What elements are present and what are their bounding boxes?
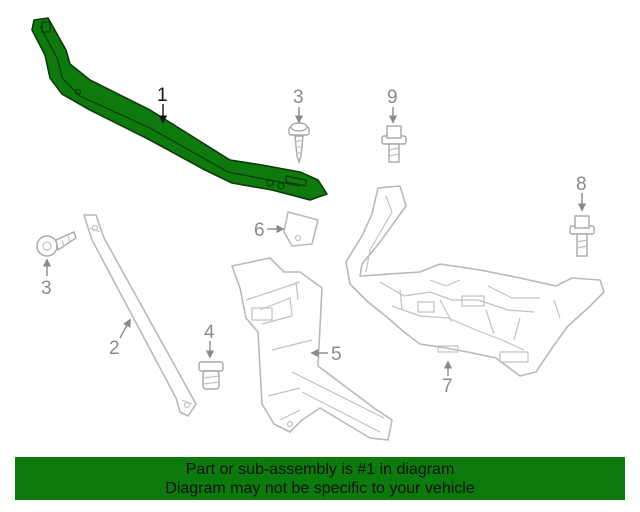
part-7-bumper-bracket[interactable]: [345, 185, 605, 377]
callout-3-left: 3: [41, 278, 52, 299]
fastener-3-side-screw[interactable]: [36, 231, 77, 257]
callout-5: 5: [331, 344, 342, 365]
callout-labels: 1 3 9 8 6 3 2 4 5 7: [41, 85, 587, 397]
callout-8: 8: [576, 174, 587, 195]
part-1-upper-support[interactable]: [31, 17, 328, 201]
part-6-small-bracket[interactable]: [283, 211, 319, 247]
callout-2: 2: [109, 338, 120, 359]
callout-6: 6: [254, 220, 265, 241]
leader-arrows: [42, 104, 587, 376]
fastener-4-bolt[interactable]: [198, 361, 224, 390]
banner-line-1: Part or sub-assembly is #1 in diagram: [185, 461, 455, 478]
part-info-banner: Part or sub-assembly is #1 in diagram Di…: [15, 457, 625, 500]
parts-diagram: 1 3 9 8 6 3 2 4 5 7: [31, 17, 605, 441]
fastener-3-upper-screw[interactable]: [288, 122, 310, 165]
callout-3-top: 3: [293, 87, 304, 108]
part-2-side-strut[interactable]: [83, 214, 197, 417]
callout-4: 4: [204, 322, 215, 343]
callout-9: 9: [387, 87, 398, 108]
callout-7: 7: [442, 376, 453, 397]
fastener-9-bolt[interactable]: [381, 125, 407, 163]
banner-line-2: Diagram may not be specific to your vehi…: [165, 480, 475, 497]
callout-1: 1: [157, 85, 168, 106]
fastener-8-bolt[interactable]: [569, 215, 595, 257]
